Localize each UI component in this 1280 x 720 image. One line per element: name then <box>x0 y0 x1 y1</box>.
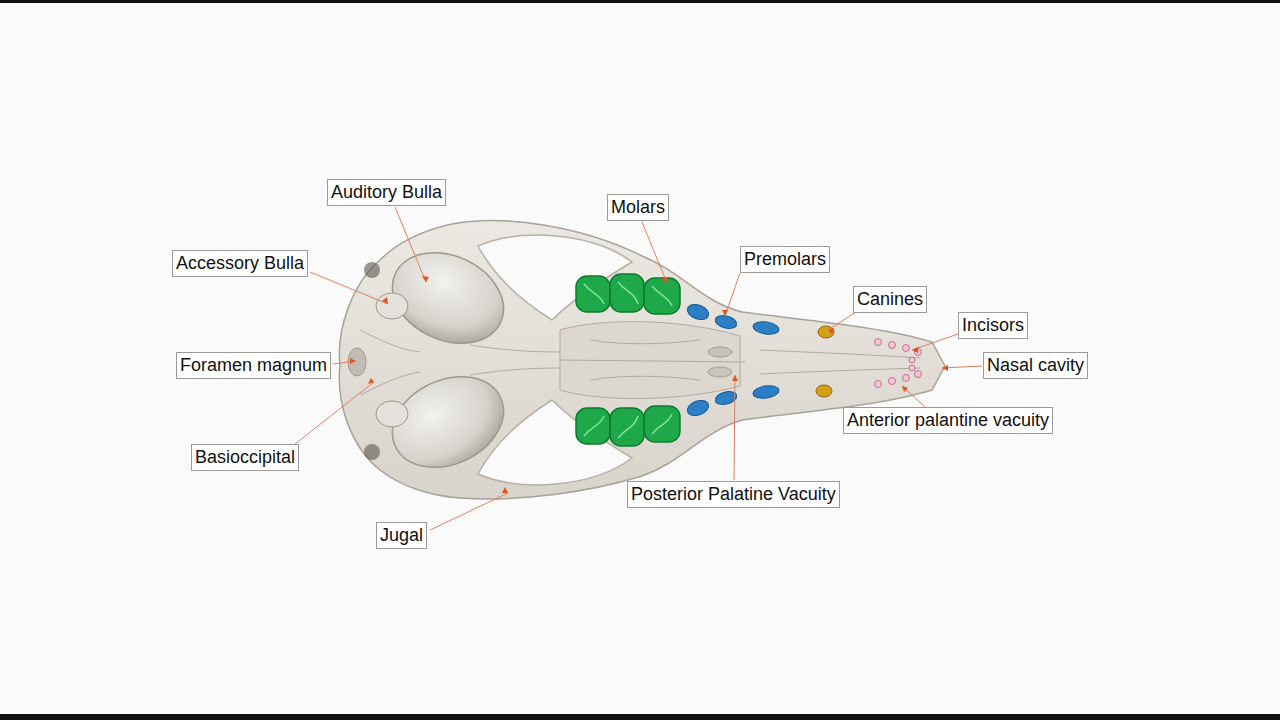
leader-dots <box>350 276 948 493</box>
part-label: Canines <box>853 286 927 313</box>
part-name: Jugal <box>380 525 423 546</box>
part-label: Posterior Palatine Vacuity <box>627 481 840 508</box>
part-label: Premolars <box>740 246 830 273</box>
premolar-teeth <box>685 302 779 419</box>
part-label: Jugal <box>376 522 427 549</box>
part-name: Accessory Bulla <box>176 253 304 274</box>
part-label: Foramen magnum <box>176 352 331 379</box>
part-label: Incisors <box>958 312 1028 339</box>
accessory-bulla <box>376 401 408 427</box>
part-name: Auditory Bulla <box>331 182 442 203</box>
part-name: Anterior palantine vacuity <box>847 410 1049 431</box>
palatal-foramen <box>708 367 732 377</box>
part-label: Basioccipital <box>191 444 299 471</box>
accessory-bulla <box>376 293 408 319</box>
molar-cusps <box>584 282 672 438</box>
molar-teeth <box>576 274 680 446</box>
part-name: Nasal cavity <box>987 355 1084 376</box>
skull-outline <box>339 221 945 499</box>
part-name: Foramen magnum <box>180 355 327 376</box>
part-name: Basioccipital <box>195 447 295 468</box>
canine-teeth <box>816 326 834 397</box>
part-name: Incisors <box>962 315 1024 336</box>
part-name: Canines <box>857 289 923 310</box>
frame-bar <box>0 714 1280 720</box>
part-label: Molars <box>607 194 669 221</box>
incisor-teeth <box>875 339 922 388</box>
part-name: Molars <box>611 197 665 218</box>
part-name: Premolars <box>744 249 826 270</box>
leader-lines <box>295 207 982 530</box>
part-label: Accessory Bulla <box>172 250 308 277</box>
part-name: Posterior Palatine Vacuity <box>631 484 836 505</box>
frame-bar <box>0 0 1280 3</box>
bone-shadow <box>364 262 380 278</box>
part-label: Auditory Bulla <box>327 179 446 206</box>
palatal-foramen <box>708 347 732 357</box>
bone-shadow <box>364 444 380 460</box>
foramen-magnum <box>348 348 366 376</box>
part-label: Anterior palantine vacuity <box>843 407 1053 434</box>
part-label: Nasal cavity <box>983 352 1088 379</box>
